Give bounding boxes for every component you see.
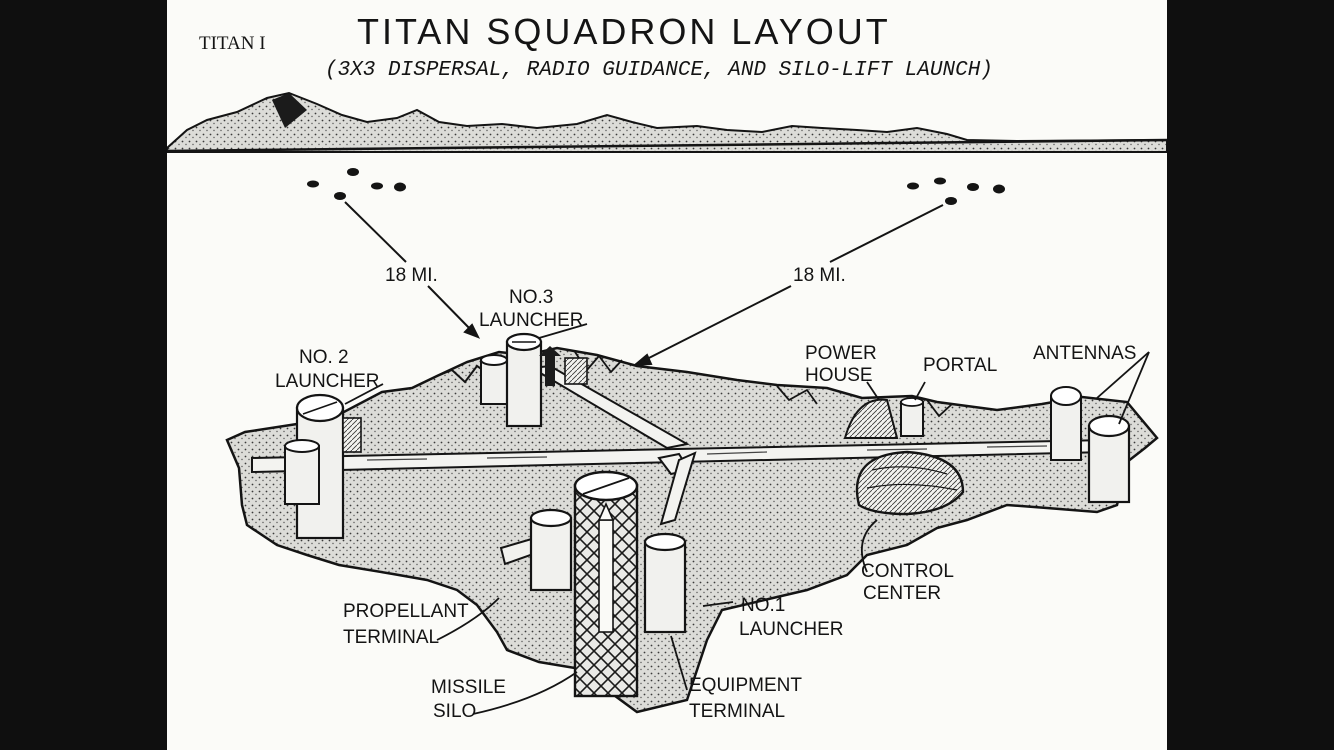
- power-house-label-line2: HOUSE: [805, 365, 873, 386]
- propellant-terminal-label-line1: PROPELLANT: [343, 601, 469, 622]
- distant-site-left: [307, 168, 406, 200]
- missile-silo: [573, 470, 639, 698]
- equipment-terminal-label-line2: TERMINAL: [689, 701, 786, 722]
- distance-arrows: [344, 201, 944, 367]
- no2-launcher-label-line1: NO. 2: [299, 347, 349, 368]
- equipment-terminal-label-line1: EQUIPMENT: [689, 675, 802, 696]
- no1-launcher-label-line2: LAUNCHER: [739, 619, 844, 640]
- propellant-terminal-label-line2: TERMINAL: [343, 627, 440, 648]
- no3-launcher-structure: [480, 332, 588, 428]
- page-subtitle: (3x3 DISPERSAL, RADIO GUIDANCE, AND SILO…: [325, 59, 993, 82]
- distant-site-right: [907, 177, 1005, 205]
- portal-label: PORTAL: [923, 355, 998, 376]
- power-house-structure: [843, 397, 924, 439]
- squadron-illustration: [167, 91, 1167, 715]
- ground-cutaway: [225, 346, 1159, 714]
- no3-launcher-label-line2: LAUNCHER: [479, 310, 584, 331]
- missile-silo-label-line1: MISSILE: [431, 677, 506, 698]
- power-house-label-line1: POWER: [805, 343, 877, 364]
- distance-label-right: 18 MI.: [793, 265, 846, 286]
- page-title: TITAN SQUADRON LAYOUT: [357, 11, 891, 52]
- antennas-structure: [1050, 386, 1131, 504]
- diagram-frame: TITAN I TITAN SQUADRON LAYOUT (3x3 DISPE…: [167, 0, 1167, 750]
- no3-launcher-label-line1: NO.3: [509, 287, 554, 308]
- leader-lines: [344, 323, 1150, 715]
- antennas-label: ANTENNAS: [1033, 343, 1137, 364]
- control-center-dome: [855, 450, 965, 516]
- figure-tag: TITAN I: [199, 33, 266, 54]
- no2-launcher-label-line2: LAUNCHER: [275, 371, 380, 392]
- mountain-range: [167, 91, 1167, 153]
- diagonal-tunnel: [528, 364, 697, 526]
- control-center-label-line2: CENTER: [863, 583, 942, 604]
- no1-launcher-label-line1: NO.1: [741, 595, 786, 616]
- distance-label-left: 18 MI.: [385, 265, 438, 286]
- propellant-terminal-structure: [499, 508, 573, 592]
- control-center-label-line1: CONTROL: [861, 561, 954, 582]
- missile-silo-label-line2: SILO: [433, 701, 477, 722]
- no2-launcher-structure: [284, 393, 362, 540]
- equipment-terminal-structure: [643, 532, 687, 634]
